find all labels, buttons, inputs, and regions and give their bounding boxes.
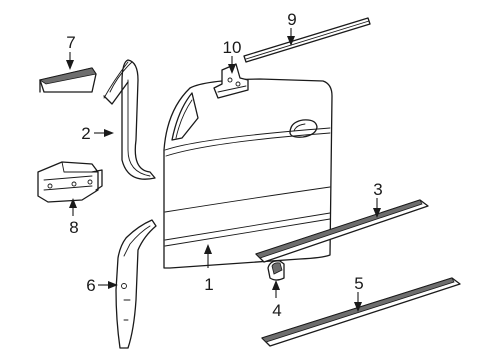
part-4-clip bbox=[267, 260, 285, 281]
callout-10: 10 bbox=[223, 38, 242, 57]
callout-1: 1 bbox=[204, 275, 213, 294]
part-9-belt-molding bbox=[243, 17, 371, 63]
callout-2: 2 bbox=[81, 124, 90, 143]
part-3-lower-molding bbox=[255, 199, 429, 263]
callout-7: 7 bbox=[66, 33, 75, 52]
callout-labels: 1 2 3 4 5 6 7 8 9 10 bbox=[66, 10, 382, 320]
part-7-mirror-cover bbox=[39, 67, 97, 93]
part-10-mirror-bracket bbox=[213, 63, 249, 99]
part-8-bracket bbox=[37, 161, 103, 203]
leader-lines bbox=[66, 28, 381, 312]
part-6-pillar-trim bbox=[115, 219, 157, 349]
callout-6: 6 bbox=[86, 276, 95, 295]
part-1-door-shell bbox=[163, 78, 333, 269]
callout-8: 8 bbox=[69, 218, 78, 237]
callout-5: 5 bbox=[354, 274, 363, 293]
callout-9: 9 bbox=[287, 10, 296, 29]
callout-4: 4 bbox=[272, 301, 281, 320]
callout-3: 3 bbox=[373, 180, 382, 199]
part-2-weatherstrip bbox=[103, 59, 156, 180]
